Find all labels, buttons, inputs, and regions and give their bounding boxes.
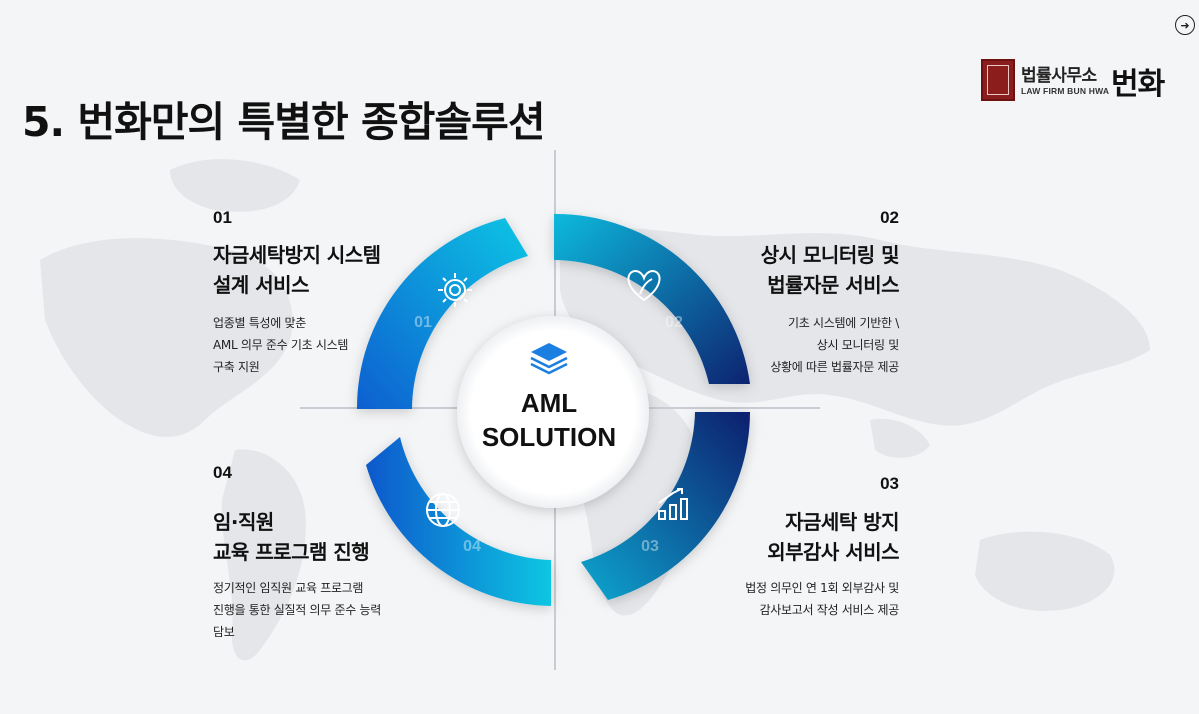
center-line-1: AML [521, 388, 577, 418]
service-desc-line: 상황에 따른 법률자문 제공 [770, 360, 899, 374]
service-block-04: 04 임·직원 교육 프로그램 진행 정기적인 임직원 교육 프로그램 진행을 … [213, 463, 381, 643]
seal-icon [981, 59, 1015, 101]
service-desc-line: 진행을 통한 실질적 의무 준수 능력 [213, 603, 381, 617]
service-title-line: 자금세탁 방지 [785, 510, 899, 534]
service-desc-line: 상시 모니터링 및 [816, 338, 900, 352]
service-description: 업종별 특성에 맞춘 AML 의무 준수 기초 시스템 구축 지원 [213, 312, 381, 378]
center-circle [457, 316, 649, 508]
segment-number-04: 04 [463, 538, 481, 555]
segment-03 [581, 412, 750, 600]
bar-chart-growth-icon [658, 488, 688, 520]
service-description: 기초 시스템에 기반한 \ 상시 모니터링 및 상황에 따른 법률자문 제공 [761, 312, 899, 378]
segment-04 [366, 437, 551, 606]
page-title: 5. 번화만의 특별한 종합솔루션 [22, 98, 546, 146]
service-title: 자금세탁 방지 외부감사 서비스 [745, 507, 899, 567]
logo-firm-name: 법률사무소 [1021, 66, 1097, 86]
gear-icon [438, 273, 472, 307]
service-block-03: 03 자금세탁 방지 외부감사 서비스 법정 의무인 연 1회 외부감사 및 감… [745, 474, 899, 621]
logo-firm-name-en: LAW FIRM BUN HWA [1021, 86, 1110, 96]
service-title-line: 교육 프로그램 진행 [213, 540, 370, 564]
layers-icon [530, 343, 568, 375]
service-title-line: 상시 모니터링 및 [760, 243, 900, 267]
service-number: 02 [880, 208, 899, 227]
service-desc-line: AML 의무 준수 기초 시스템 [213, 338, 349, 352]
service-number: 04 [213, 463, 232, 482]
service-title-line: 외부감사 서비스 [767, 540, 899, 564]
service-title-line: 자금세탁방지 시스템 [213, 243, 381, 267]
service-description: 정기적인 임직원 교육 프로그램 진행을 통한 실질적 의무 준수 능력 담보 [213, 577, 381, 643]
segment-number-02: 02 [665, 314, 683, 331]
service-desc-line: 기초 시스템에 기반한 \ [788, 316, 899, 330]
segment-01 [356, 218, 528, 409]
solution-wheel: 01 02 03 04 AML SOLUTION [300, 150, 820, 670]
arrow-right-circle-icon: ➜ [1180, 18, 1190, 32]
segment-02 [554, 213, 750, 384]
service-desc-line: 법정 의무인 연 1회 외부감사 및 [745, 581, 899, 595]
center-line-2: SOLUTION [482, 422, 616, 452]
service-title-line: 법률자문 서비스 [767, 273, 899, 297]
next-slide-button[interactable]: ➜ [1175, 15, 1195, 35]
segment-number-01: 01 [414, 314, 432, 331]
service-title: 상시 모니터링 및 법률자문 서비스 [760, 240, 900, 300]
service-description: 법정 의무인 연 1회 외부감사 및 감사보고서 작성 서비스 제공 [745, 577, 899, 621]
service-block-02: 02 상시 모니터링 및 법률자문 서비스 기초 시스템에 기반한 \ 상시 모… [760, 208, 900, 378]
segment-number-03: 03 [641, 538, 659, 555]
service-title-line: 임·직원 [213, 510, 274, 534]
service-desc-line: 업종별 특성에 맞춘 [213, 316, 306, 330]
logo-brand: 번화 [1111, 67, 1165, 102]
service-block-01: 01 자금세탁방지 시스템 설계 서비스 업종별 특성에 맞춘 AML 의무 준… [213, 208, 381, 378]
firm-logo: 법률사무소 LAW FIRM BUN HWA 번화 [981, 59, 1176, 103]
service-number: 03 [880, 474, 899, 493]
service-title: 자금세탁방지 시스템 설계 서비스 [213, 240, 381, 300]
service-title: 임·직원 교육 프로그램 진행 [213, 507, 381, 567]
service-number: 01 [213, 208, 232, 227]
service-desc-line: 구축 지원 [213, 360, 260, 374]
service-desc-line: 감사보고서 작성 서비스 제공 [759, 603, 900, 617]
service-desc-line: 정기적인 임직원 교육 프로그램 [213, 581, 364, 595]
globe-icon [426, 493, 460, 527]
service-title-line: 설계 서비스 [213, 273, 309, 297]
service-desc-line: 담보 [213, 625, 235, 639]
heart-leaf-icon [627, 269, 661, 302]
